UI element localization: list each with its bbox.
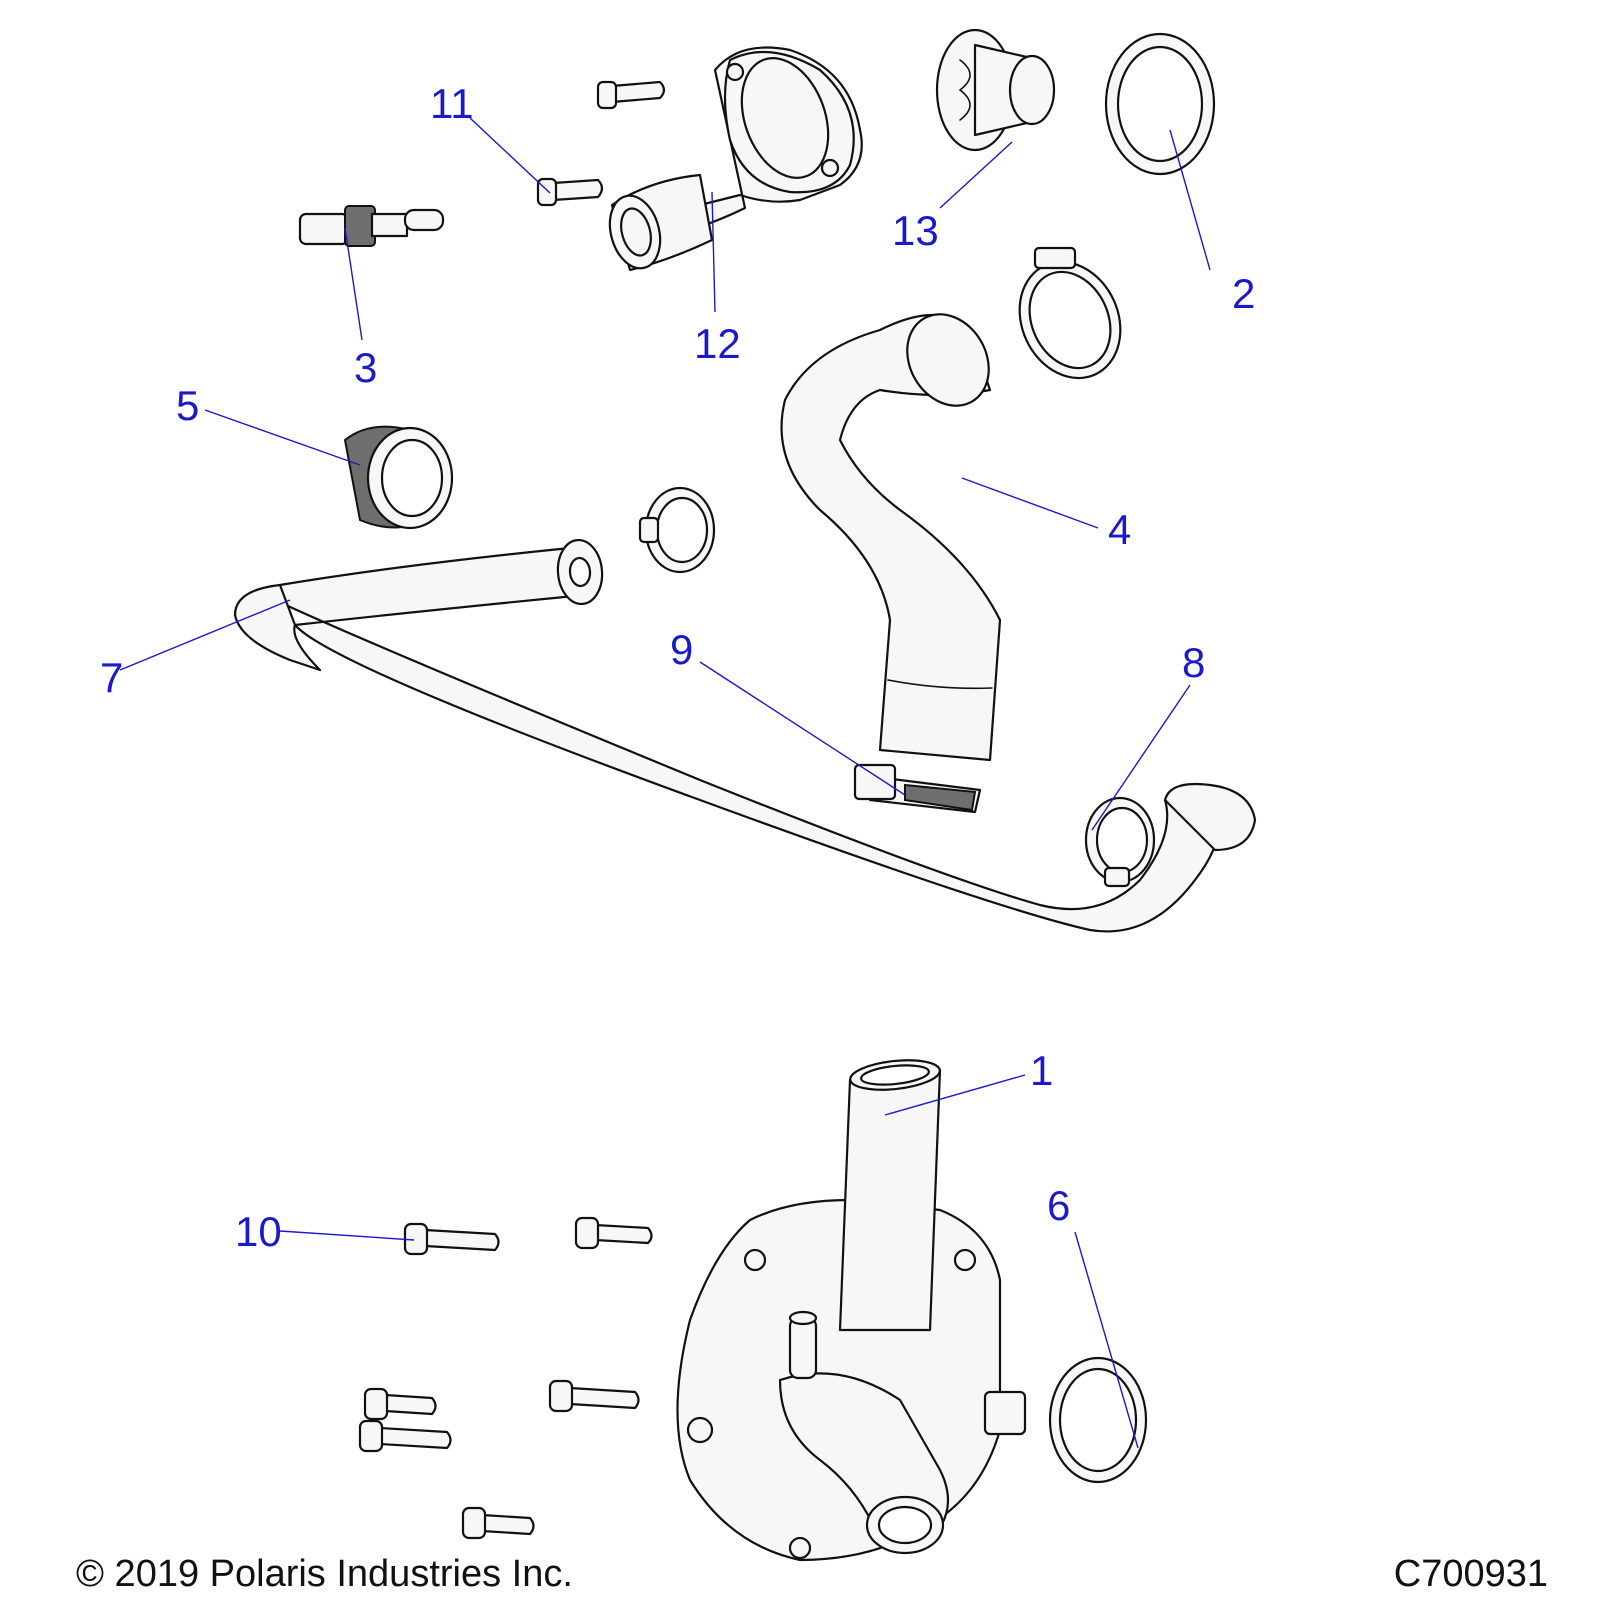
- small-hose-clamp: [638, 486, 716, 574]
- callout-3: 3: [354, 344, 377, 391]
- part-10-bolts: [358, 1216, 653, 1540]
- part-4-upper-hose: [780, 313, 1002, 762]
- part-1-water-pump: [676, 1059, 1027, 1562]
- part-8-small-clamp: [1084, 796, 1156, 888]
- copyright-text: © 2019 Polaris Industries Inc.: [76, 1553, 573, 1595]
- callout-11: 11: [430, 80, 474, 127]
- callout-6: 6: [1047, 1182, 1070, 1229]
- callout-labels: 1 2 3 4 5 6 7 8 9 10 11 12 13: [100, 80, 1255, 1255]
- diagram-id: C700931: [1394, 1553, 1548, 1595]
- callout-9: 9: [670, 626, 693, 673]
- callout-2: 2: [1232, 270, 1255, 317]
- callout-13: 13: [892, 207, 939, 254]
- callout-1: 1: [1030, 1047, 1053, 1094]
- callout-5: 5: [176, 382, 199, 429]
- part-11-bolts: [536, 80, 666, 207]
- part-12-thermostat-housing: [608, 46, 863, 272]
- part-3-temp-sensor: [298, 205, 445, 247]
- part-2-seal-ring: [1104, 32, 1216, 176]
- leader-lines: [119, 117, 1211, 1449]
- callout-10: 10: [235, 1208, 282, 1255]
- upper-hose-clamp: [1018, 246, 1122, 380]
- callout-7: 7: [100, 654, 123, 701]
- callout-8: 8: [1182, 639, 1205, 686]
- callout-12: 12: [694, 320, 741, 367]
- part-9-worm-clamp: [853, 763, 982, 814]
- part-6-gasket: [1048, 1356, 1148, 1484]
- part-13-thermostat: [935, 28, 1056, 152]
- part-5-fitting: [343, 425, 454, 530]
- callout-4: 4: [1108, 506, 1131, 553]
- part-7-bypass-hose: [233, 538, 1257, 933]
